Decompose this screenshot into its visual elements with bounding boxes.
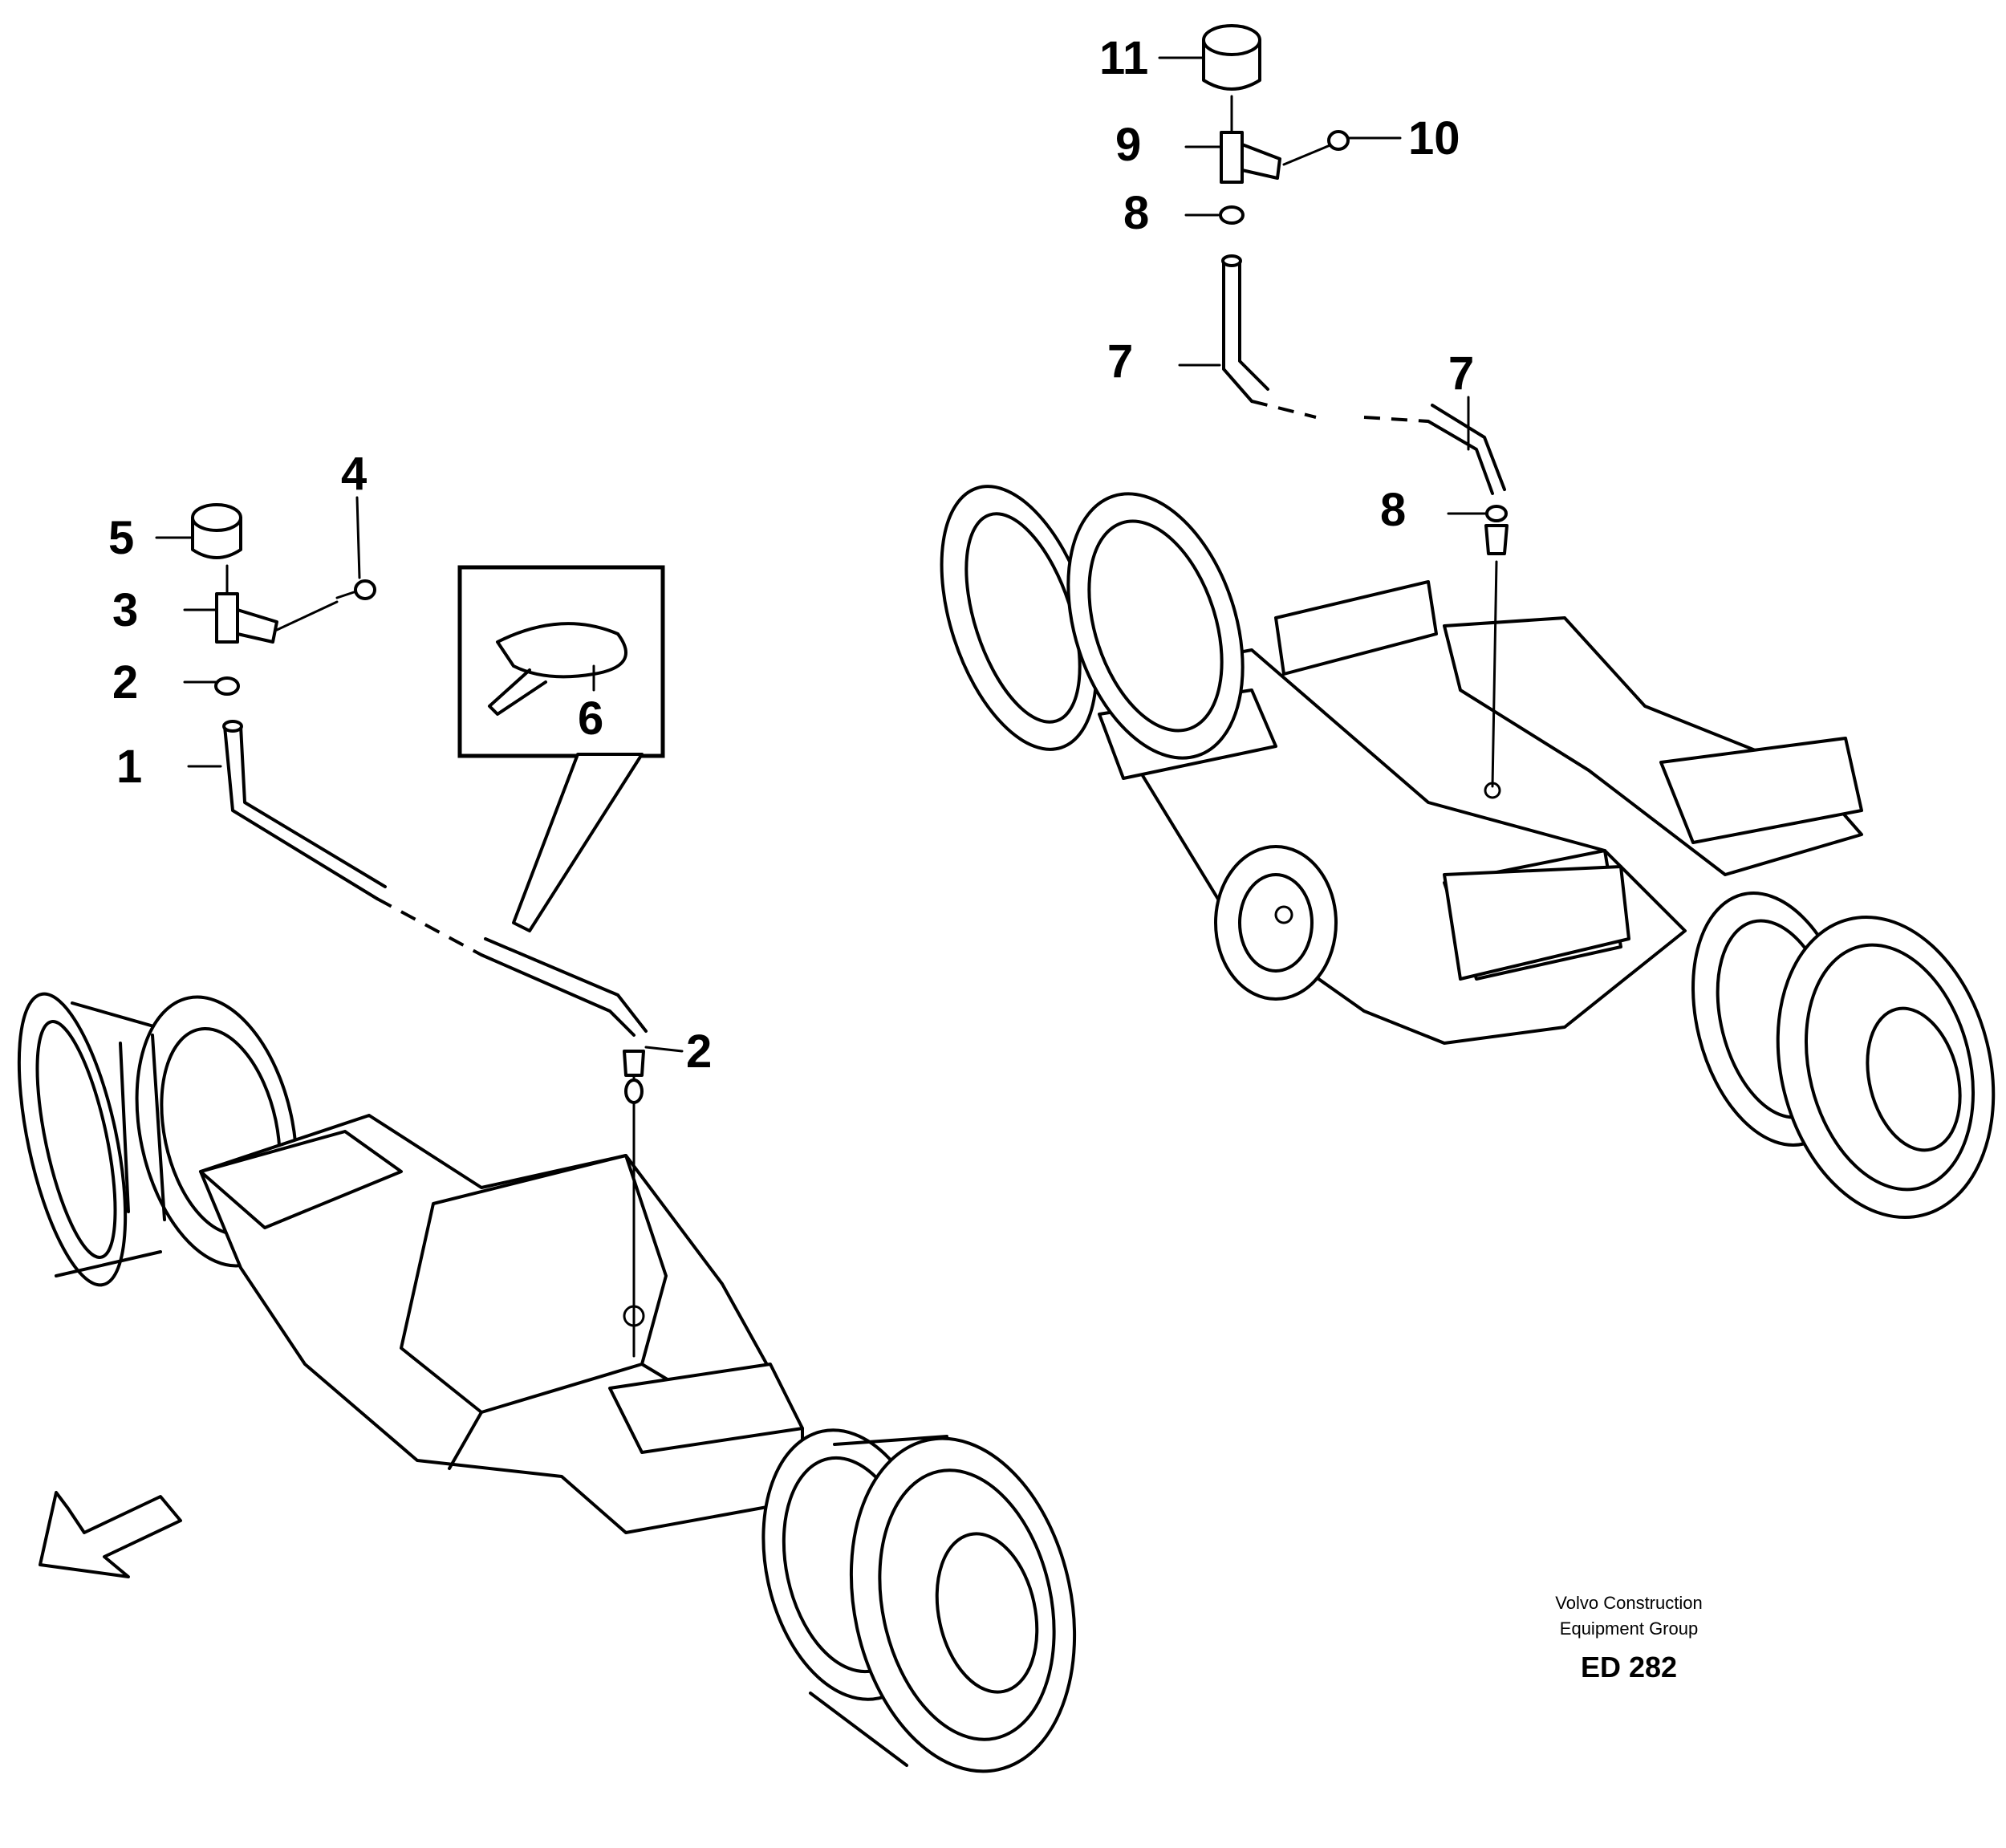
callout-2-lower: 2 [686, 1026, 712, 1078]
callout-10: 10 [1408, 112, 1460, 164]
bogie-frame [1098, 580, 1863, 1045]
callout-7-right: 7 [1448, 347, 1474, 400]
callout-8-upper: 8 [1123, 187, 1149, 239]
callout-3: 3 [112, 584, 138, 636]
left-breather-hose [222, 720, 648, 1358]
callout-labels: 1 2 2 3 4 5 6 7 7 8 8 9 10 11 [108, 32, 1474, 1078]
callout-7-left: 7 [1107, 335, 1133, 388]
right-axle-outer-hub [940, 485, 1245, 760]
right-holder [1220, 131, 1281, 184]
left-axle-inner-hub [761, 1428, 1077, 1773]
right-breather-hose [1221, 254, 1509, 788]
callout-11: 11 [1099, 32, 1148, 84]
left-axle-assembly [17, 496, 1077, 1773]
left-washer [214, 676, 240, 696]
callout-8-lower: 8 [1380, 484, 1406, 536]
callout-4: 4 [341, 448, 367, 500]
right-screw [1282, 130, 1350, 166]
callout-2-upper: 2 [112, 656, 138, 709]
right-nipple [1484, 524, 1509, 555]
left-screw [275, 579, 376, 632]
right-washer-lower [1485, 505, 1508, 522]
front-direction-arrow-icon [39, 1491, 182, 1578]
credit-line-1: Volvo Construction [1555, 1593, 1702, 1613]
callout-5: 5 [108, 512, 134, 564]
left-axle-outer-hub [17, 992, 298, 1287]
right-axle-assembly [940, 24, 1996, 1220]
drawing-code: ED 282 [1581, 1651, 1677, 1684]
callout-6: 6 [578, 692, 603, 745]
callout-9: 9 [1115, 119, 1141, 171]
callout-1: 1 [116, 741, 142, 793]
left-holder [215, 592, 278, 644]
title-block: Volvo Construction Equipment Group ED 28… [1555, 1593, 1702, 1684]
credit-line-2: Equipment Group [1560, 1619, 1698, 1639]
right-breather-filter [1202, 24, 1261, 134]
cable-tie-inset [457, 565, 665, 932]
right-washer [1219, 205, 1245, 225]
left-breather-filter [191, 503, 242, 595]
left-axle-housing [199, 1114, 804, 1534]
right-breather-line-to-axle [1491, 560, 1498, 788]
left-nipple [623, 1050, 645, 1077]
right-axle-inner-hub [1691, 892, 1996, 1220]
